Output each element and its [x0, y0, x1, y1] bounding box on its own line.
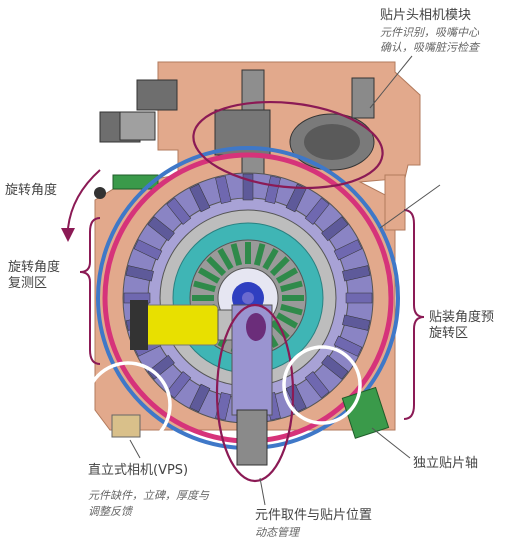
yellow-motor [142, 304, 219, 346]
pick-arm-joint [246, 313, 266, 341]
leader-axis [371, 427, 411, 459]
placement-head [304, 371, 330, 399]
placement-head [285, 383, 307, 413]
motor-end-cap [130, 300, 148, 350]
pick-place-desc: 动态管理 [255, 526, 299, 539]
cylinder-left [94, 187, 106, 199]
placement-head [166, 371, 192, 399]
placement-head [215, 175, 232, 204]
independent-axis-highlight [282, 345, 362, 425]
camera-block-left [136, 79, 178, 111]
independent-axis-label: 独立贴片轴 [413, 456, 479, 471]
spoke [192, 295, 214, 301]
placement-head [215, 392, 232, 421]
spoke [245, 242, 251, 264]
placement-head [333, 239, 363, 261]
rotation-arrow-head [61, 228, 75, 242]
rotation-angle-label: 旋转角度 [5, 183, 58, 198]
placement-head [189, 383, 211, 413]
hub-center [242, 292, 254, 304]
placement-head [342, 265, 371, 282]
spoke [206, 256, 227, 277]
prerotate-zone-label-2: 旋转区 [429, 326, 469, 341]
placement-head [166, 197, 192, 225]
head-camera-highlight [192, 100, 384, 190]
spoke [280, 303, 303, 316]
spoke [282, 295, 304, 301]
head-camera-module-label: 贴片头相机模块 [380, 8, 472, 23]
vps-camera-label: 直立式相机(VPS) [88, 463, 189, 478]
placement-head [333, 335, 363, 357]
side-plate-right [351, 77, 375, 119]
spoke [262, 248, 279, 271]
leader-prerotate [379, 184, 441, 229]
spoke [217, 248, 234, 271]
leader-vps [129, 439, 141, 459]
placement-heads [123, 173, 373, 423]
placement-head [242, 173, 254, 201]
placement-head [321, 216, 349, 242]
recheck-zone-label-2: 复测区 [8, 276, 48, 291]
placement-head [285, 183, 307, 213]
spoke [269, 319, 290, 340]
mount-plate [119, 111, 156, 141]
rotation-arrow [67, 169, 101, 229]
leader-head-camera [369, 55, 413, 109]
recheck-zone-label-1: 旋转角度 [8, 260, 61, 275]
vps-camera-desc-2: 调整反馈 [88, 505, 132, 518]
spoke [269, 256, 290, 277]
spoke [253, 243, 266, 266]
placement-head [133, 239, 163, 261]
vps-camera-desc-1: 元件缺件，立碑，厚度与 [88, 489, 209, 502]
placement-head [147, 216, 175, 242]
spoke [275, 267, 298, 284]
pick-place-highlight [215, 303, 295, 483]
spoke [230, 243, 243, 266]
head-camera-module-desc-1: 元件识别，吸嘴中心 [380, 26, 479, 39]
right-brace [403, 209, 425, 420]
lens-housing-inner [304, 124, 360, 160]
prerotate-zone-label-1: 贴装角度预 [429, 310, 495, 325]
placement-head [342, 314, 371, 331]
spoke [193, 280, 216, 293]
spoke [280, 280, 303, 293]
head-camera-module-desc-2: 确认，吸嘴脏污检查 [380, 41, 479, 54]
spoke [198, 267, 221, 284]
placement-head [345, 292, 373, 304]
frame-right-tab [384, 174, 406, 231]
spoke [275, 312, 298, 329]
placement-head [125, 265, 154, 282]
vps-camera-body [111, 414, 141, 438]
placement-head [264, 175, 281, 204]
placement-head [304, 197, 330, 225]
vps-highlight [84, 361, 172, 449]
leader-pick [259, 477, 266, 506]
left-brace [79, 217, 101, 365]
placement-head [321, 354, 349, 380]
pick-arm-base [236, 409, 268, 466]
placement-head [189, 183, 211, 213]
pick-place-label: 元件取件与贴片位置 [255, 508, 373, 523]
